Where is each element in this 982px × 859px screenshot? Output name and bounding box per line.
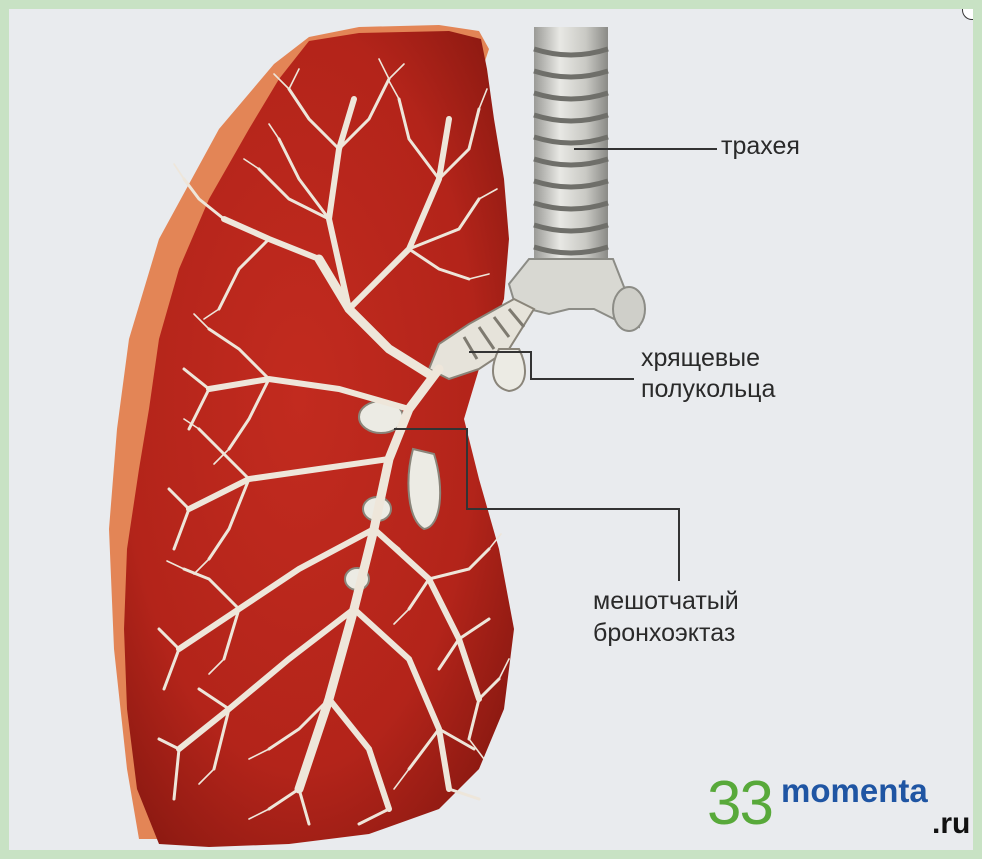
label-cartilage-line2: полукольца [641,375,775,404]
watermark-logo: 33 momenta .ru [707,769,982,849]
label-bronchiectasis-line1: мешотчатый [593,587,739,616]
logo-tld: .ru [932,807,970,841]
lung-illustration [9,9,982,859]
label-trachea: трахея [721,132,800,161]
label-cartilage-line1: хрящевые [641,344,760,373]
logo-word: momenta [781,773,928,809]
logo-number: 33 [707,769,772,839]
label-bronchiectasis-line2: бронхоэктаз [593,619,735,648]
trachea [534,27,608,277]
saccular-dilatation-3 [408,449,440,529]
right-bronchus-stub [613,287,645,331]
saccular-dilatation-1 [493,349,525,391]
